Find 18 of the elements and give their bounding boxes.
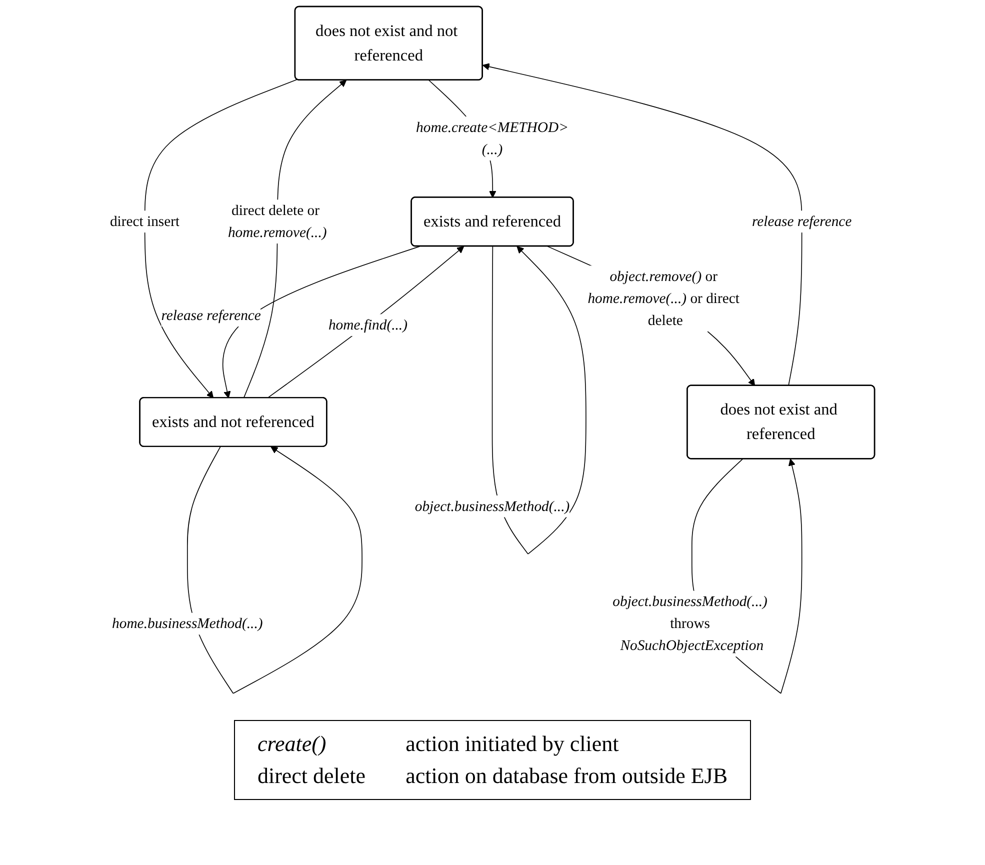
legend-description: action on database from outside EJB [406, 763, 728, 789]
edge-label: release reference [161, 307, 262, 324]
arrow [267, 246, 464, 398]
arrow [222, 246, 420, 398]
edge-label: home.find(...) [328, 316, 408, 333]
edge-label: object.businessMethod(...) throws NoSuchObjectException [612, 593, 768, 654]
edge-label: release reference [752, 213, 852, 230]
edge-label: object.remove() or home.remove(...) or direct delete [588, 268, 740, 328]
edge-label: home.create<METHOD>(...) [416, 118, 569, 158]
legend-term: create() [257, 731, 328, 757]
arrow [144, 79, 298, 398]
arrow [482, 63, 802, 386]
edge-label: direct insert [110, 213, 180, 230]
edge-label: direct delete or home.remove(...) [228, 202, 328, 240]
edge-label: object.businessMethod(...) [415, 498, 570, 514]
edge-label: home.businessMethod(...) [112, 615, 263, 632]
legend-description: action initiated by client [406, 731, 620, 757]
legend-term: direct delete [257, 763, 366, 789]
